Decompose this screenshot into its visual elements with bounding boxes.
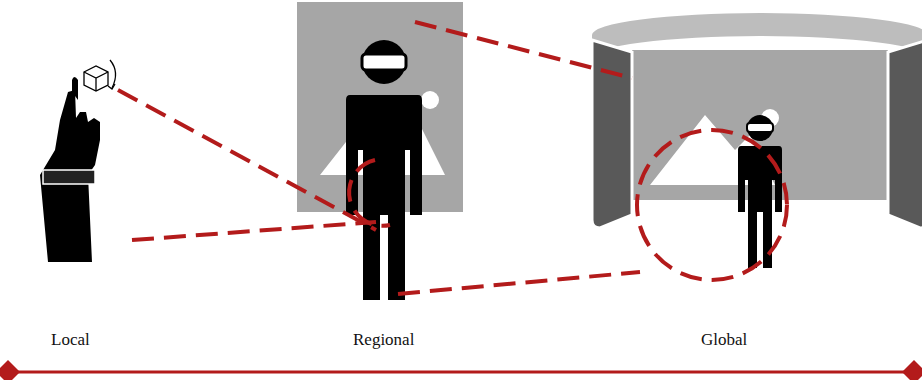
hand-icon [40, 77, 100, 262]
person-figure [346, 40, 422, 300]
scale-label: Global [701, 330, 747, 350]
scale-axis [8, 371, 914, 374]
cube-icon [84, 60, 116, 91]
scale-label: Regional [353, 330, 414, 350]
scale-label: Local [51, 330, 90, 350]
zoom-lines [118, 22, 787, 294]
